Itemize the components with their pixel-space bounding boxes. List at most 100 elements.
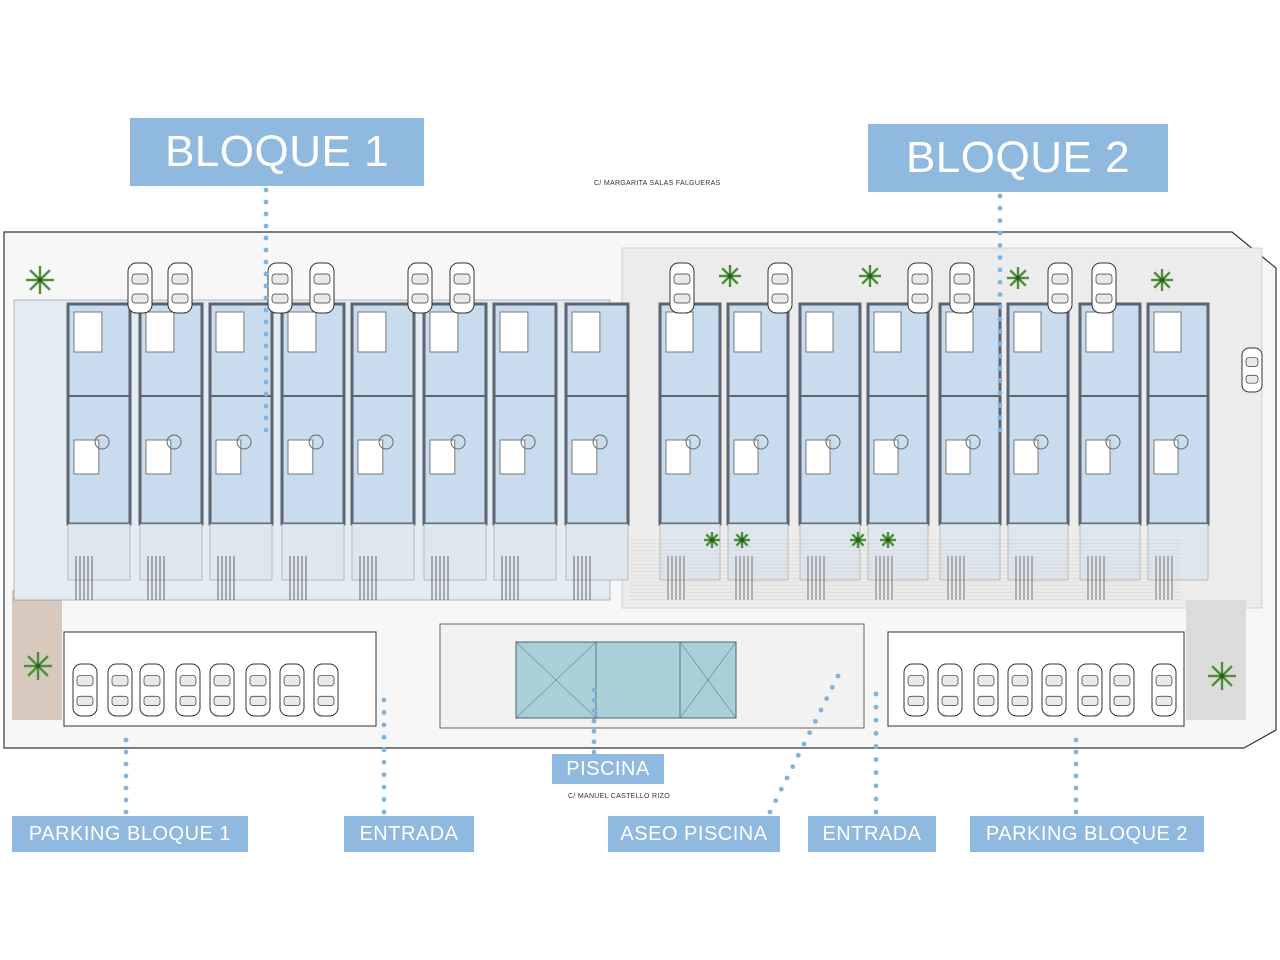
garden-strip-right: [1186, 600, 1246, 720]
leader-dot: [997, 415, 1003, 421]
leader-dot: [824, 696, 830, 702]
housing-unit: [1078, 302, 1142, 600]
leader-dot: [263, 367, 269, 373]
leader-dot: [997, 193, 1003, 199]
leader-dot: [381, 697, 387, 703]
leader-dot: [835, 673, 841, 679]
housing-unit: [564, 302, 630, 600]
leader-dot: [997, 402, 1003, 408]
leader-dot: [873, 757, 879, 762]
housing-unit: [138, 302, 204, 600]
leader-dot: [263, 415, 269, 421]
car: [245, 663, 271, 717]
leader-dot: [873, 809, 879, 815]
leader-dot: [591, 728, 597, 734]
aseo-piscina-label: ASEO PISCINA: [608, 816, 780, 852]
leader-dot: [263, 379, 269, 385]
leader-dot: [997, 427, 1003, 433]
parking-bloque-1-label: PARKING BLOQUE 1: [12, 816, 248, 852]
leader-dot: [812, 718, 818, 724]
housing-unit: [726, 302, 790, 600]
leader-dot: [818, 707, 824, 713]
car: [175, 663, 201, 717]
leader-dot: [591, 749, 597, 755]
leader-dot: [591, 718, 597, 724]
leader-dot: [123, 773, 129, 779]
housing-unit: [492, 302, 558, 600]
leader-dot: [829, 684, 835, 690]
leader-dot: [807, 730, 813, 736]
leader-dot: [381, 797, 387, 802]
car: [1241, 347, 1263, 393]
leader-dot: [1073, 749, 1079, 755]
leader-dot: [263, 391, 269, 397]
leader-dot: [767, 809, 773, 815]
car: [449, 262, 475, 314]
leader-dot: [263, 211, 269, 217]
leader-dot: [773, 798, 779, 804]
car: [1151, 663, 1177, 717]
leader-dot: [997, 390, 1003, 396]
car: [767, 262, 793, 314]
leader-dot: [381, 734, 387, 740]
housing-unit: [658, 302, 722, 600]
leader-dot: [1073, 797, 1079, 803]
leader-dot: [997, 267, 1003, 273]
entrada-1-label: ENTRADA: [344, 816, 474, 852]
leader-dot: [997, 279, 1003, 285]
street-name-north: C/ MARGARITA SALAS FALGUERAS: [594, 180, 721, 187]
palm-tree: [880, 532, 896, 548]
car: [209, 663, 235, 717]
car: [313, 663, 339, 717]
leader-dot: [997, 304, 1003, 310]
leader-dot: [123, 797, 129, 803]
leader-dot: [263, 331, 269, 337]
leader-dot: [263, 247, 269, 253]
entrada-2-label: ENTRADA: [808, 816, 936, 852]
car: [1041, 663, 1067, 717]
leader-dot: [591, 708, 597, 714]
leader-dot: [873, 744, 879, 749]
leader-dot: [591, 697, 597, 703]
leader-dot: [381, 809, 387, 815]
leader-dot: [997, 292, 1003, 297]
palm-tree: [1151, 269, 1173, 291]
car: [669, 262, 695, 314]
leader-dot: [263, 259, 269, 265]
palm-tree: [850, 532, 866, 548]
leader-dot: [591, 739, 597, 745]
housing-unit: [798, 302, 862, 600]
leader-dot: [263, 295, 269, 301]
palm-tree: [704, 532, 720, 548]
leader-dot: [263, 199, 269, 205]
car: [72, 663, 98, 717]
palm-tree: [719, 265, 741, 287]
leader-dot: [801, 741, 807, 747]
car: [127, 262, 153, 314]
leader-dot: [1073, 809, 1079, 815]
leader-dot: [795, 752, 801, 758]
leader-dot: [123, 761, 129, 767]
leader-dot: [263, 355, 269, 361]
leader-dot: [997, 205, 1003, 211]
leader-dot: [873, 783, 879, 789]
palm-tree: [734, 532, 750, 548]
leader-dot: [263, 319, 269, 325]
housing-unit: [208, 302, 274, 600]
pool: [515, 641, 737, 719]
housing-unit: [280, 302, 346, 600]
leader-dot: [123, 749, 129, 755]
parking-area-2: [887, 631, 1185, 727]
leader-dot: [263, 283, 269, 289]
car: [949, 262, 975, 314]
bloque-2-label: BLOQUE 2: [868, 124, 1168, 192]
palm-tree: [1007, 267, 1029, 289]
palm-tree: [859, 265, 881, 287]
leader-dot: [123, 785, 129, 791]
car: [1047, 262, 1073, 314]
leader-dot: [873, 730, 879, 736]
car: [107, 663, 133, 717]
housing-unit: [350, 302, 416, 600]
parking-bloque-2-label: PARKING BLOQUE 2: [970, 816, 1204, 852]
leader-dot: [263, 223, 269, 229]
